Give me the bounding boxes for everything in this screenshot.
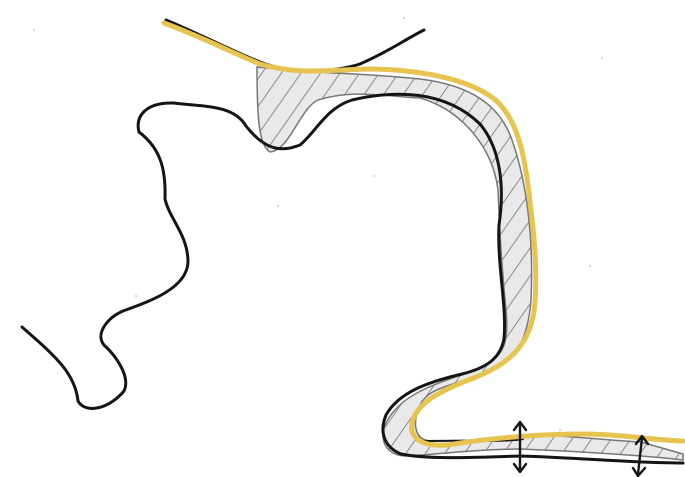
speckle: [559, 429, 561, 431]
upper-black-contour: [166, 20, 424, 71]
main-black-contour: [22, 94, 683, 463]
speckle: [33, 29, 35, 31]
speckle: [589, 265, 591, 267]
speckle: [403, 17, 405, 19]
speckle: [373, 175, 375, 177]
speckle: [601, 57, 603, 59]
speckle: [135, 295, 137, 297]
hatched-gap-region: [257, 67, 683, 460]
speckle: [277, 205, 279, 207]
hatched-gap-area: [257, 67, 683, 460]
